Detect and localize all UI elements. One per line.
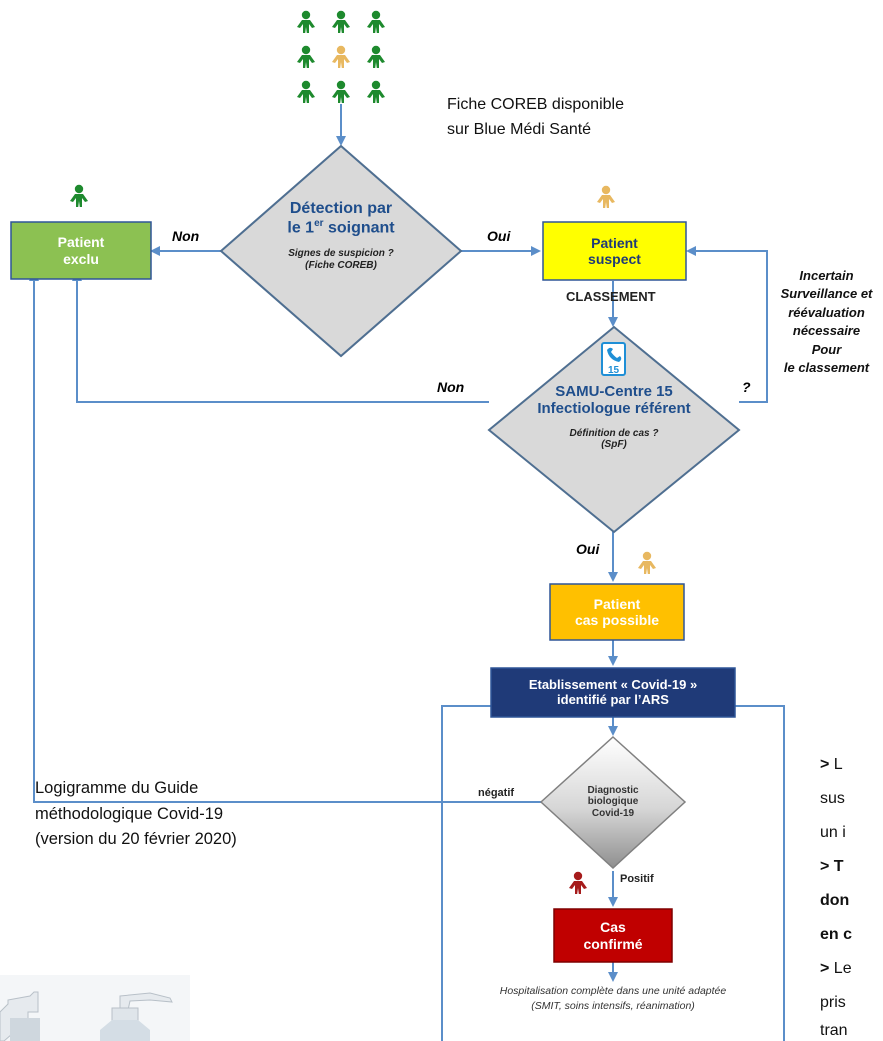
arrow-negatif-to-exclu	[29, 271, 541, 803]
cas-possible-label: Patient cas possible	[574, 595, 660, 628]
diagnostic-label: Diagnostic biologique Covid-19	[587, 784, 639, 819]
detection-title: Détection par	[289, 200, 393, 217]
edge-label-non: Non	[172, 228, 200, 244]
side-text-line: > T	[820, 858, 844, 875]
detection-subtitle: (Fiche COREB)	[305, 259, 377, 271]
hospitalisation-note: Hospitalisation complète dans une unité …	[499, 985, 727, 1013]
side-text-line: en c	[820, 926, 853, 943]
detection-title-2: le 1er soignant	[287, 218, 395, 237]
coreb-note: Fiche COREB disponible sur Blue Médi San…	[447, 93, 624, 143]
cas-confirme-label: Cas confirmé	[583, 919, 643, 952]
coreb-note-line: sur Blue Médi Santé	[447, 120, 592, 138]
caption: Logigramme du Guide méthodologique Covid…	[35, 779, 237, 849]
patient-exclu-box	[10, 221, 152, 280]
side-text-line: > L	[820, 756, 843, 773]
arrow-samu-to-exclu	[72, 271, 489, 403]
edge-label-non: Non	[437, 379, 465, 395]
side-text-line: un i	[820, 824, 846, 841]
samu-subtitle: Définition de cas ?	[569, 427, 659, 439]
patient-exclu-label: Patient exclu	[57, 234, 105, 267]
side-text-line: sus	[820, 790, 845, 807]
edge-label-oui: Oui	[576, 541, 600, 557]
cas-possible-box	[549, 583, 685, 641]
phone-badge-text: 15	[608, 365, 620, 376]
side-text-line: tran	[820, 1022, 848, 1039]
classement-label: CLASSEMENT	[566, 289, 656, 304]
patient-suspect-box	[542, 221, 687, 281]
samu-title: Infectiologue référent	[537, 400, 691, 418]
person-yellow-icon	[638, 551, 656, 574]
cas-confirme-box	[553, 908, 673, 963]
samu-subtitle: (SpF)	[601, 439, 627, 450]
sanitizer-bottles-image	[0, 975, 190, 1041]
person-green-icon	[70, 184, 88, 207]
patient-suspect-label: Patient suspect	[588, 234, 641, 267]
samu-title: SAMU-Centre 15	[555, 383, 673, 400]
samu-label: SAMU-Centre 15 Infectiologue référent Dé…	[489, 383, 739, 451]
person-yellow-icon	[597, 185, 615, 208]
incertain-note: Incertain Surveillance et réévaluation n…	[780, 268, 873, 376]
detection-decision	[219, 144, 463, 358]
edge-label-negatif: négatif	[478, 787, 515, 799]
coreb-note-line: Fiche COREB disponible	[447, 96, 624, 113]
population-icon	[297, 10, 385, 103]
diagnostic-decision	[539, 735, 687, 870]
edge-label-question: ?	[742, 379, 751, 395]
phone-15-icon: 15	[601, 342, 626, 376]
side-text-line: don	[820, 892, 850, 909]
detection-label: Détection par le 1er soignant Signes de …	[221, 200, 461, 271]
edge-label-oui: Oui	[487, 228, 511, 244]
person-red-icon	[569, 871, 587, 894]
detection-subtitle: Signes de suspicion ?	[288, 248, 394, 260]
edge-label-positif: Positif	[620, 873, 654, 885]
side-text-line: > Le	[820, 960, 852, 977]
samu-decision	[487, 325, 741, 534]
etablissement-box	[490, 667, 736, 718]
arrow-samu-loop-to-suspect	[686, 246, 768, 403]
etablissement-label: Etablissement « Covid-19 » identifié par…	[528, 676, 698, 707]
side-text-line: pris	[820, 994, 846, 1011]
